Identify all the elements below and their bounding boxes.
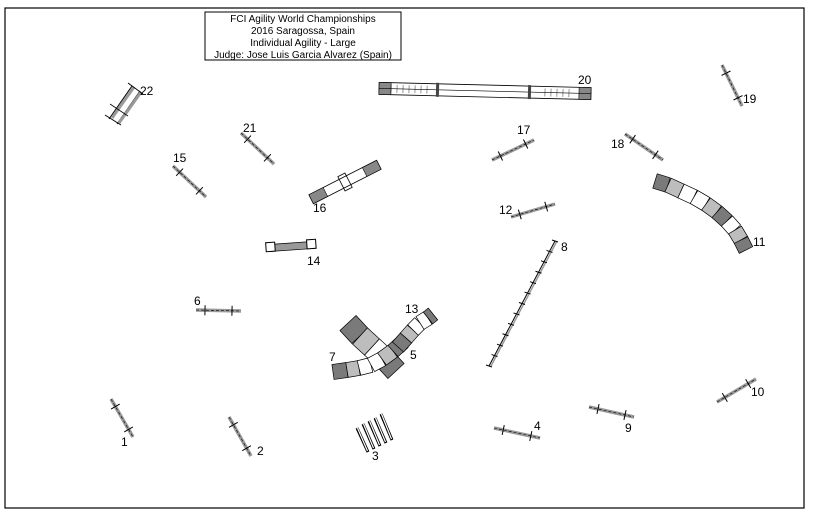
label-8: 8 (561, 240, 568, 254)
double-jump-22 (104, 82, 144, 126)
jump-18 (624, 132, 664, 162)
title-line-4: Judge: Jose Luis Garcia Alvarez (Spain) (214, 50, 392, 61)
label-1: 1 (121, 435, 128, 449)
table-14 (265, 238, 317, 253)
ring-border (4, 7, 805, 509)
label-9: 9 (625, 421, 632, 435)
label-12: 12 (499, 203, 513, 217)
label-18: 18 (611, 137, 625, 151)
label-11: 11 (753, 235, 766, 249)
weave-poles-8 (485, 239, 559, 368)
label-16: 16 (313, 201, 327, 215)
title-box: FCI Agility World Championships 2016 Sar… (204, 11, 402, 61)
seesaw-16 (308, 159, 382, 205)
label-3: 3 (372, 449, 379, 463)
label-19: 19 (743, 92, 757, 106)
title-frame (204, 11, 402, 61)
jump-4 (493, 425, 541, 441)
number-labels: 1 2 3 4 5 6 7 8 9 10 11 12 13 14 15 16 1… (121, 73, 766, 463)
label-7: 7 (329, 350, 336, 364)
jump-2 (227, 416, 253, 457)
jump-10 (716, 377, 757, 404)
tunnel-11 (652, 173, 754, 254)
label-17: 17 (517, 123, 531, 137)
label-2: 2 (257, 444, 264, 458)
jump-21 (239, 131, 276, 166)
jump-15 (171, 164, 208, 199)
label-4: 4 (534, 419, 541, 433)
jump-19 (720, 64, 744, 107)
title-line-3: Individual Agility - Large (250, 38, 356, 49)
jump-17 (491, 138, 535, 162)
title-line-1: FCI Agility World Championships (230, 14, 375, 25)
jumps (109, 64, 757, 457)
jump-12 (510, 201, 556, 220)
jump-6 (195, 305, 242, 316)
tunnel-13 (391, 307, 439, 353)
label-6: 6 (194, 294, 201, 308)
label-20: 20 (578, 73, 592, 87)
label-15: 15 (173, 151, 187, 165)
title-line-2: 2016 Saragossa, Spain (251, 26, 355, 37)
dog-walk-20 (378, 82, 592, 100)
jump-9 (588, 404, 635, 420)
tunnels (331, 173, 754, 380)
label-21: 21 (243, 121, 257, 135)
label-22: 22 (140, 84, 154, 98)
label-13: 13 (405, 302, 419, 316)
label-10: 10 (751, 385, 765, 399)
weave-poles-3 (355, 413, 394, 453)
label-5: 5 (410, 348, 417, 362)
label-14: 14 (307, 254, 321, 268)
jump-1 (109, 398, 135, 438)
